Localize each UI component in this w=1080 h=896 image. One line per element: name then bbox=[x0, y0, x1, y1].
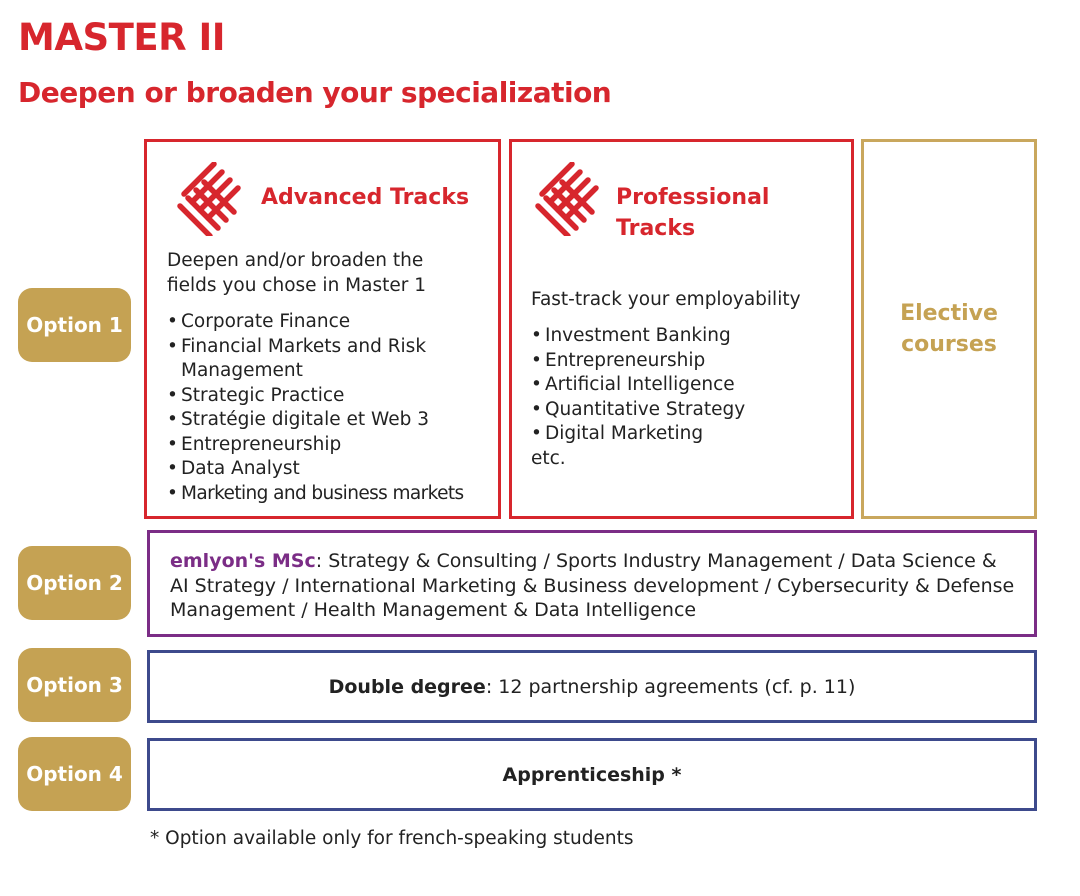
option-2-pill: Option 2 bbox=[18, 546, 131, 620]
elective-line1: Elective bbox=[900, 301, 998, 326]
lattice-logo-icon bbox=[535, 162, 599, 236]
list-item: Strategic Practice bbox=[167, 384, 487, 409]
advanced-tracks-card: Advanced Tracks Deepen and/or broaden th… bbox=[144, 139, 501, 519]
professional-tracks-intro: Fast-track your employability bbox=[531, 289, 801, 310]
option-1-pill: Option 1 bbox=[18, 288, 131, 362]
advanced-intro-line2: fields you chose in Master 1 bbox=[167, 275, 426, 296]
list-item: Digital Marketing bbox=[531, 422, 841, 447]
advanced-tracks-list: Corporate Finance Financial Markets and … bbox=[167, 310, 487, 506]
elective-line2: courses bbox=[901, 332, 997, 357]
double-degree-label: Double degree bbox=[328, 675, 486, 698]
option-3-box: Double degree: 12 partnership agreements… bbox=[147, 650, 1037, 723]
page-title: MASTER II bbox=[18, 16, 226, 59]
professional-tracks-card: Professional Tracks Fast-track your empl… bbox=[509, 139, 854, 519]
list-item: Quantitative Strategy bbox=[531, 398, 841, 423]
elective-courses-title: Elective courses bbox=[900, 298, 998, 360]
advanced-intro-line1: Deepen and/or broaden the bbox=[167, 250, 424, 271]
professional-title-line1: Professional bbox=[616, 185, 770, 210]
option-4-box: Apprenticeship * bbox=[147, 738, 1037, 811]
professional-title-line2: Tracks bbox=[616, 216, 696, 241]
elective-courses-card: Elective courses bbox=[861, 139, 1037, 519]
list-item: Data Analyst bbox=[167, 457, 487, 482]
page-subtitle: Deepen or broaden your specialization bbox=[18, 76, 612, 109]
list-item: Artificial Intelligence bbox=[531, 373, 841, 398]
double-degree-text: Double degree: 12 partnership agreements… bbox=[329, 676, 856, 698]
list-item: Investment Banking bbox=[531, 324, 841, 349]
list-item: Corporate Finance bbox=[167, 310, 487, 335]
option-4-pill: Option 4 bbox=[18, 737, 131, 811]
double-degree-detail: : 12 partnership agreements (cf. p. 11) bbox=[485, 675, 856, 698]
list-item: Stratégie digitale et Web 3 bbox=[167, 408, 487, 433]
list-item: Entrepreneurship bbox=[167, 433, 487, 458]
msc-label: emlyon's MSc bbox=[170, 550, 316, 572]
option-2-text: emlyon's MSc: Strategy & Consulting / Sp… bbox=[170, 549, 1020, 623]
professional-etc: etc. bbox=[531, 448, 566, 469]
professional-tracks-title: Professional Tracks bbox=[616, 182, 769, 244]
option-3-pill: Option 3 bbox=[18, 648, 131, 722]
footnote: * Option available only for french-speak… bbox=[150, 828, 634, 849]
apprenticeship-label: Apprenticeship * bbox=[502, 763, 682, 786]
list-item: Marketing and business markets bbox=[167, 482, 487, 507]
advanced-tracks-intro: Deepen and/or broaden the fields you cho… bbox=[167, 248, 426, 298]
option-2-box: emlyon's MSc: Strategy & Consulting / Sp… bbox=[147, 530, 1037, 637]
lattice-logo-icon bbox=[177, 162, 241, 236]
professional-tracks-list: Investment Banking Entrepreneurship Arti… bbox=[531, 324, 841, 447]
msc-programs: : Strategy & Consulting / Sports Industr… bbox=[170, 550, 1015, 621]
advanced-tracks-title: Advanced Tracks bbox=[261, 185, 470, 210]
list-item: Entrepreneurship bbox=[531, 349, 841, 374]
list-item: Financial Markets and Risk Management bbox=[167, 335, 487, 384]
